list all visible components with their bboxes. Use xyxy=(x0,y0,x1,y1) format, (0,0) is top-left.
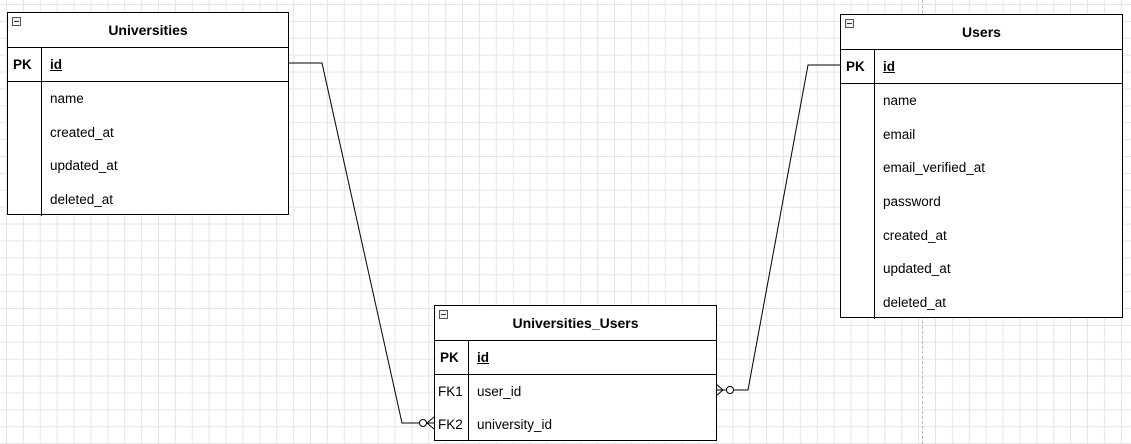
table-header: Universities_Users xyxy=(435,306,716,341)
zero-marker-university xyxy=(419,419,427,427)
pk-row[interactable]: PK id xyxy=(435,341,716,375)
pk-label: PK xyxy=(435,341,469,374)
field-row[interactable]: name xyxy=(50,91,84,107)
pk-field: id xyxy=(477,350,489,365)
table-header: Users xyxy=(841,15,1122,50)
table-users[interactable]: Users PK id name email email_verified_at… xyxy=(840,14,1123,319)
field-row[interactable]: password xyxy=(883,194,941,210)
fk-field: university_id xyxy=(477,417,553,432)
field-row[interactable]: updated_at xyxy=(50,158,118,174)
table-universities[interactable]: Universities PK id name created_at updat… xyxy=(7,12,289,217)
pk-row[interactable]: PK id xyxy=(841,50,1122,84)
field-row[interactable]: created_at xyxy=(50,124,114,140)
fk-label: FK1 xyxy=(435,375,469,408)
field-row[interactable]: deleted_at xyxy=(50,192,114,208)
field-row[interactable]: email xyxy=(883,126,916,142)
edge-users-to-junction xyxy=(716,64,840,391)
collapse-icon[interactable] xyxy=(439,310,448,319)
fk-label: FK2 xyxy=(435,408,469,441)
table-universities-users[interactable]: Universities_Users PK id FK1 user_id FK2… xyxy=(434,305,717,441)
fk-field: user_id xyxy=(477,384,522,399)
fk-row[interactable]: FK1 user_id xyxy=(435,375,716,408)
pk-row[interactable]: PK id xyxy=(8,48,288,82)
crowfoot-user xyxy=(715,383,724,397)
field-row[interactable]: updated_at xyxy=(883,261,951,277)
field-row[interactable]: email_verified_at xyxy=(883,160,986,176)
pk-label: PK xyxy=(841,50,875,83)
pk-field: id xyxy=(883,59,895,74)
key-column xyxy=(8,82,42,217)
table-title: Universities_Users xyxy=(512,315,639,331)
pk-field: id xyxy=(50,57,62,72)
table-header: Universities xyxy=(8,13,288,48)
zero-marker-user xyxy=(726,386,734,394)
table-title: Universities xyxy=(108,22,188,38)
pk-label: PK xyxy=(8,48,42,81)
collapse-icon[interactable] xyxy=(845,19,854,28)
key-column xyxy=(841,84,875,319)
fk-row[interactable]: FK2 university_id xyxy=(435,408,716,441)
table-title: Users xyxy=(962,24,1001,40)
field-row[interactable]: deleted_at xyxy=(883,294,947,310)
crowfoot-university xyxy=(426,416,435,430)
edge-universities-to-junction xyxy=(289,62,434,424)
field-row[interactable]: name xyxy=(883,93,917,109)
field-row[interactable]: created_at xyxy=(883,227,947,243)
collapse-icon[interactable] xyxy=(12,17,21,26)
